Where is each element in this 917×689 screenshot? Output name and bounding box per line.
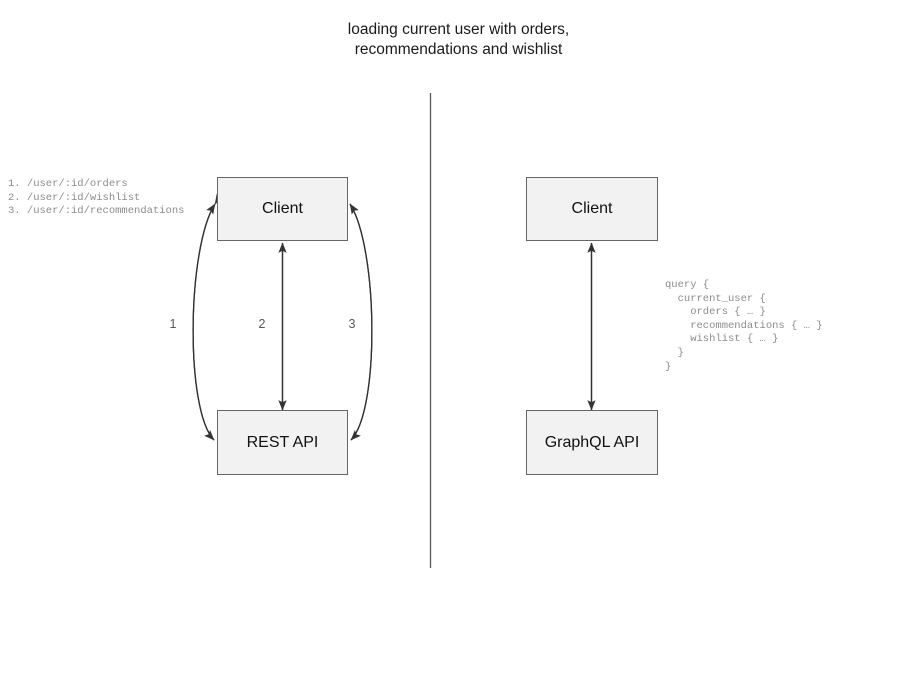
edge-3-curve-reverse — [349, 203, 373, 441]
edge-label-1: 1 — [169, 317, 177, 331]
page-title: loading current user with orders, recomm… — [347, 21, 570, 58]
rest-endpoints-note: 1. /user/:id/orders 2. /user/:id/wishlis… — [8, 178, 185, 218]
node-client-rest: Client — [217, 177, 348, 241]
edge-1-curve-reverse — [192, 203, 216, 441]
edge-label-2: 2 — [258, 317, 266, 331]
node-client-graphql: Client — [526, 177, 658, 241]
edge-1-curve — [192, 193, 224, 441]
graphql-query-note: query { current_user { orders { … } reco… — [665, 279, 823, 373]
node-rest-api: REST API — [217, 410, 348, 475]
edge-label-3: 3 — [348, 317, 356, 331]
node-graphql-api: GraphQL API — [526, 410, 658, 475]
